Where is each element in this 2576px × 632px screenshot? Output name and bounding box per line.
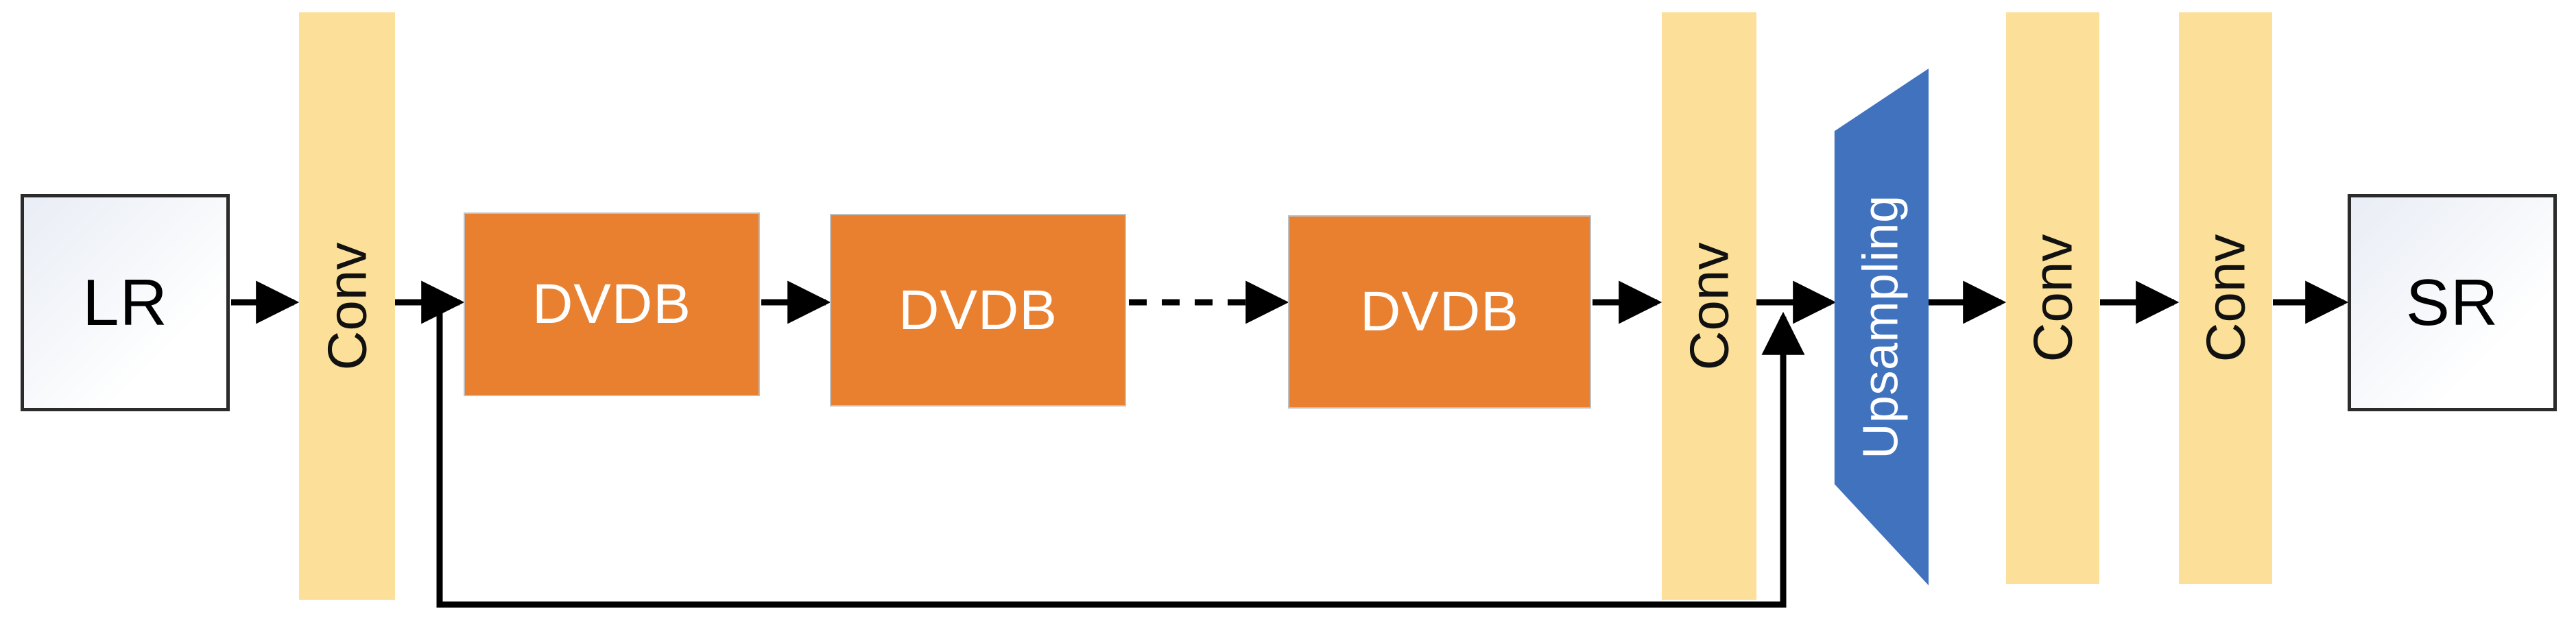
dvdb-block-1: DVDB — [464, 212, 760, 396]
conv-bar-head: Conv — [299, 12, 395, 600]
conv-bar-tail-1-label: Conv — [2022, 234, 2084, 363]
dvdb-block-2: DVDB — [830, 214, 1126, 406]
conv-bar-tail-2-label: Conv — [2195, 234, 2256, 363]
input-node-label: LR — [82, 265, 168, 339]
upsampling-block-label: Upsampling — [1854, 195, 1909, 459]
conv-bar-body: Conv — [1662, 12, 1756, 600]
dvdb-block-1-label: DVDB — [532, 273, 691, 335]
global-skip-connection-path — [436, 302, 1805, 608]
conv-bar-tail-1: Conv — [2006, 12, 2099, 584]
dvdb-block-2-label: DVDB — [898, 278, 1058, 341]
dvdb-block-n: DVDB — [1288, 215, 1591, 409]
conv-bar-head-label: Conv — [316, 242, 378, 370]
conv-bar-tail-2: Conv — [2179, 12, 2272, 584]
output-node-label: SR — [2405, 265, 2499, 339]
dvdb-block-n-label: DVDB — [1360, 280, 1519, 343]
input-node-lr: LR — [21, 194, 230, 411]
output-node-sr: SR — [2348, 194, 2557, 411]
upsampling-block: Upsampling — [1834, 69, 1929, 585]
conv-bar-body-label: Conv — [1678, 242, 1740, 370]
